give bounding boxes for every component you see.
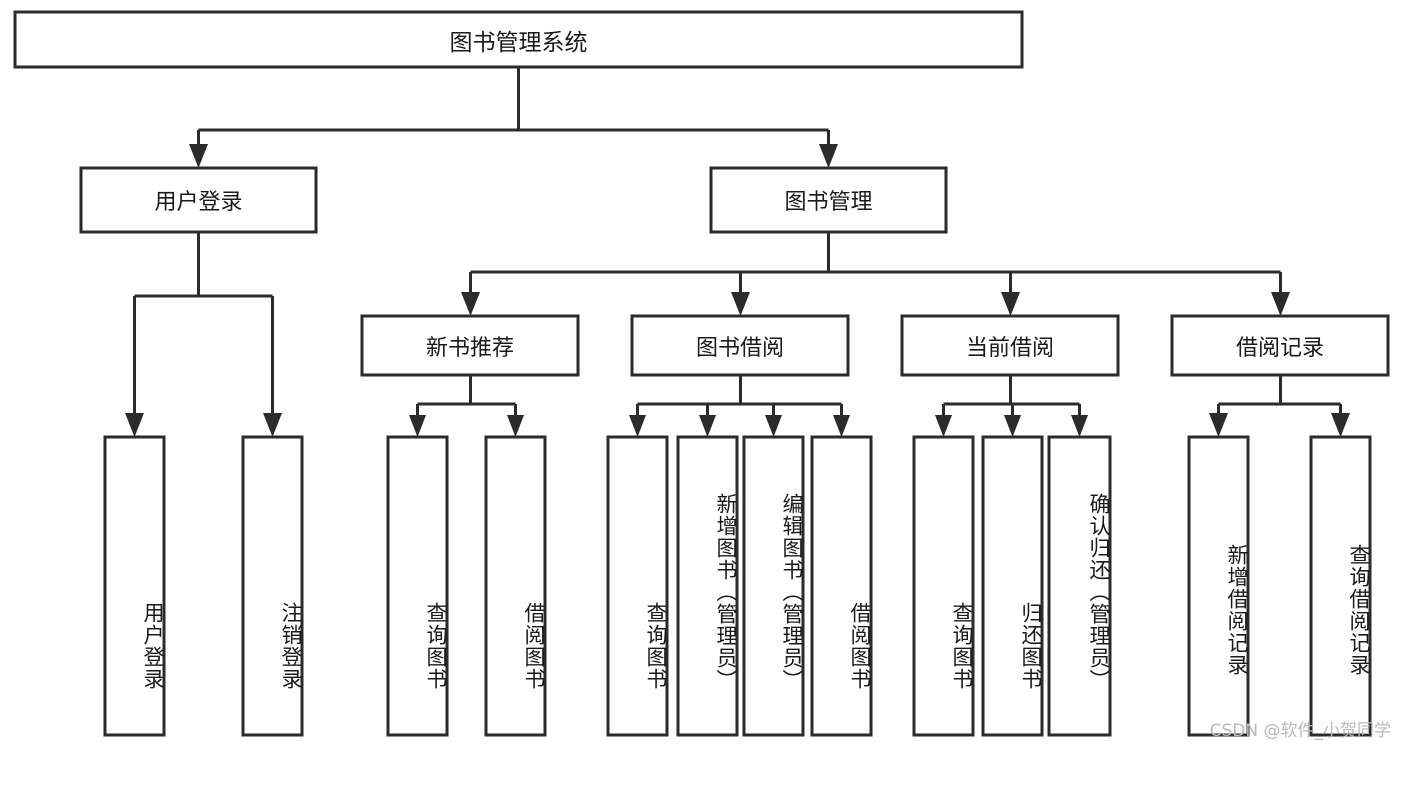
node-leaf-query-borrow-record[interactable] — [1309, 435, 1372, 737]
node-book-management[interactable] — [709, 166, 948, 234]
node-leaf-borrow-books-recommend[interactable] — [484, 435, 547, 737]
arrow-icon-new-books-to-leaf-1 — [409, 415, 426, 437]
arrow-icon-borrow-to-leaf-2 — [699, 415, 716, 437]
flowchart-diagram: 图书管理系统 用户登录 图书管理 新书推荐 图书借阅 当前借阅 借阅记录 用户登… — [13, 10, 1391, 741]
node-current-borrowing[interactable] — [900, 314, 1120, 377]
arrow-icon-current-to-leaf-3 — [1071, 415, 1088, 437]
arrowhead-layer — [125, 144, 1350, 437]
node-leaf-query-books-borrow[interactable] — [606, 435, 669, 737]
arrow-icon-user-login-to-leaf-1 — [125, 413, 144, 437]
node-leaf-confirm-return-admin[interactable] — [1047, 435, 1112, 737]
arrow-icon-root-to-book-mgmt — [819, 144, 838, 168]
arrow-icon-book-mgmt-to-new-books — [461, 292, 480, 316]
node-leaf-user-login[interactable] — [103, 435, 166, 737]
node-box-layer — [13, 10, 1390, 737]
node-leaf-edit-book-admin[interactable] — [742, 435, 805, 737]
arrow-icon-book-mgmt-to-borrow — [731, 292, 750, 316]
node-root-book-management-system[interactable] — [13, 10, 1024, 69]
arrow-icon-current-to-leaf-1 — [935, 415, 952, 437]
arrow-icon-book-mgmt-to-current — [1001, 292, 1020, 316]
node-book-borrowing[interactable] — [630, 314, 850, 377]
node-leaf-query-books-recommend[interactable] — [386, 435, 449, 737]
node-new-book-recommendation[interactable] — [360, 314, 580, 377]
node-leaf-add-book-admin[interactable] — [676, 435, 739, 737]
node-borrowing-records[interactable] — [1170, 314, 1390, 377]
node-leaf-add-borrow-record[interactable] — [1187, 435, 1250, 737]
arrow-icon-borrow-to-leaf-3 — [765, 415, 782, 437]
arrow-icon-current-to-leaf-2 — [1004, 415, 1021, 437]
arrow-icon-records-to-leaf-1 — [1209, 413, 1228, 437]
node-leaf-return-book[interactable] — [981, 435, 1044, 737]
arrow-icon-borrow-to-leaf-4 — [833, 415, 850, 437]
diagram-canvas — [13, 10, 1390, 737]
node-leaf-query-books-current[interactable] — [912, 435, 975, 737]
node-leaf-logout[interactable] — [241, 435, 304, 737]
arrow-icon-book-mgmt-to-records — [1271, 292, 1290, 316]
arrow-icon-records-to-leaf-2 — [1331, 413, 1350, 437]
arrow-icon-user-login-to-leaf-2 — [263, 413, 282, 437]
node-user-login[interactable] — [79, 166, 318, 234]
arrow-icon-borrow-to-leaf-1 — [629, 415, 646, 437]
node-leaf-borrow-book[interactable] — [810, 435, 873, 737]
arrow-icon-new-books-to-leaf-2 — [507, 415, 524, 437]
arrow-icon-root-to-user-login — [189, 144, 208, 168]
